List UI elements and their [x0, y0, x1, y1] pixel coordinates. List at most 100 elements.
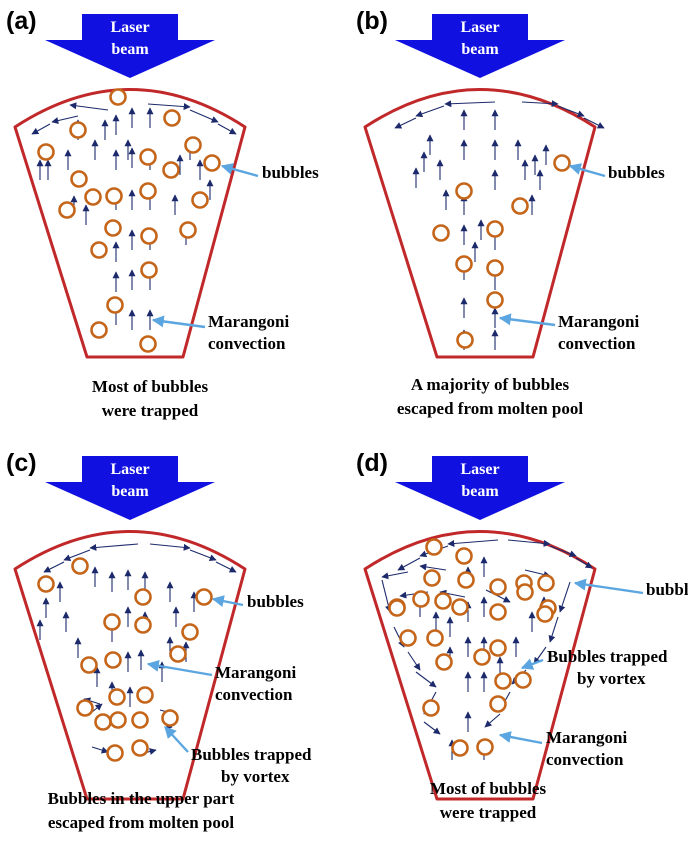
panel-caption: Most of bubbles	[92, 377, 209, 396]
bubble	[109, 711, 127, 729]
flow-arrow	[31, 123, 51, 135]
bubble	[422, 699, 440, 717]
callout-label: bubbles	[247, 592, 304, 611]
bubble	[457, 571, 475, 589]
flow-arrow	[423, 721, 441, 735]
panel-caption: A majority of bubbles	[411, 375, 570, 394]
panel-tag: (c)	[6, 449, 37, 477]
flow-arrow	[484, 713, 501, 728]
flow-arrow	[558, 581, 571, 613]
bubble	[388, 599, 406, 617]
flow-arrow	[583, 117, 605, 129]
laser-beam-label: beam	[461, 483, 499, 500]
bubble	[191, 191, 209, 209]
flow-arrow	[444, 100, 496, 108]
bubble	[451, 598, 469, 616]
bubble	[486, 220, 504, 238]
callout-label: Bubbles trapped	[191, 745, 312, 764]
panel-caption: escaped from molten pool	[48, 813, 234, 832]
callout-label: bubbles	[646, 580, 688, 599]
bubble	[106, 744, 124, 762]
callout-label: bubbles	[608, 163, 665, 182]
bubble	[426, 629, 444, 647]
bubbles-group	[432, 154, 571, 349]
bubble	[537, 574, 555, 592]
bubble	[494, 672, 512, 690]
panel-caption: Most of bubbles	[430, 779, 547, 798]
bubble	[103, 613, 121, 631]
panel-caption: were trapped	[440, 803, 537, 822]
bubble	[536, 605, 554, 623]
bubbles-group	[37, 557, 213, 762]
laser-beam-label: beam	[461, 41, 499, 58]
flow-arrow	[407, 651, 421, 671]
bubble	[134, 588, 152, 606]
callout-label: convection	[215, 685, 293, 704]
flow-arrow	[43, 561, 65, 573]
flow-arrow	[415, 671, 437, 688]
laser-beam-shape	[395, 14, 565, 78]
molten-pool-outline	[363, 88, 597, 359]
flow-arrow	[189, 549, 217, 562]
callout-label: convection	[208, 334, 286, 353]
flow-arrow	[521, 100, 559, 108]
molten-pool-outline	[13, 88, 247, 359]
bubbles-group	[388, 538, 557, 757]
laser-beam-label: beam	[111, 483, 149, 500]
marangoni-flow-arrows	[31, 102, 237, 330]
callout-label: bubbles	[262, 163, 319, 182]
flow-arrow	[189, 109, 219, 123]
bubble	[161, 709, 179, 727]
callout-pointer-arrow	[220, 163, 259, 178]
bubbles-group	[37, 88, 221, 353]
bubble	[455, 182, 473, 200]
callout-label: Marangoni	[208, 312, 290, 331]
flow-arrow	[548, 616, 559, 643]
bubble	[432, 224, 450, 242]
laser-beam-shape	[395, 456, 565, 520]
flow-arrow	[557, 105, 585, 118]
bubble	[136, 686, 154, 704]
flow-arrow	[149, 543, 191, 551]
flow-arrow	[507, 539, 551, 547]
panel-a: (a)LaserbeambubblesMarangoniconvectionMo…	[6, 7, 319, 420]
bubble	[184, 136, 202, 154]
callout-label: by vortex	[221, 767, 290, 786]
flow-arrow	[485, 589, 511, 603]
bubble	[195, 588, 213, 606]
bubble	[131, 739, 149, 757]
flow-arrow	[394, 117, 417, 129]
flow-arrow	[63, 549, 91, 562]
callout-pointer-arrow	[146, 659, 213, 677]
bubble	[76, 699, 94, 717]
bubble	[104, 651, 122, 669]
bubble	[84, 188, 102, 206]
molten-pool-outline	[13, 530, 247, 801]
callout-label: Marangoni	[558, 312, 640, 331]
bubble	[489, 578, 507, 596]
bubble	[104, 219, 122, 237]
panel-caption: Bubbles in the upper part	[48, 789, 235, 808]
callout-label: Marangoni	[215, 663, 297, 682]
callout-pointer-arrow	[573, 578, 644, 595]
bubble	[140, 227, 158, 245]
bubble	[80, 656, 98, 674]
bubble	[139, 335, 157, 353]
flow-arrow	[575, 557, 593, 569]
bubble	[90, 241, 108, 259]
bubble	[489, 695, 507, 713]
bubble	[473, 648, 491, 666]
callout-label: convection	[558, 334, 636, 353]
bubble	[37, 575, 55, 593]
bubble	[140, 261, 158, 279]
laser-beam-label: Laser	[460, 19, 499, 36]
panel-tag: (a)	[6, 7, 37, 35]
bubble	[455, 547, 473, 565]
laser-beam-arrow: Laser beam	[395, 14, 565, 78]
flow-arrow	[215, 561, 237, 573]
callout-pointer-arrow	[520, 658, 544, 670]
bubble	[109, 88, 127, 106]
bubble	[70, 170, 88, 188]
